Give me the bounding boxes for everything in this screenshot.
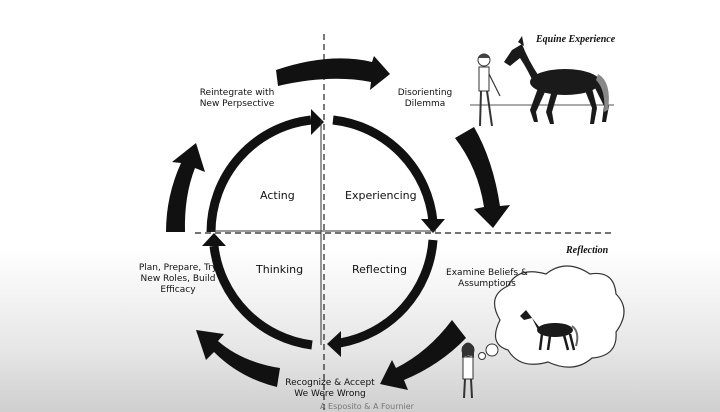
step-label-plan: Plan, Prepare, Try New Roles, Build Effi… bbox=[138, 263, 218, 295]
inner-arrowheads bbox=[202, 109, 445, 357]
outer-arrow-bottom-left bbox=[196, 330, 280, 387]
step-label-reintegrate: Reintegrate with New Perpsective bbox=[199, 88, 275, 109]
quadrant-label-experiencing: Experiencing bbox=[345, 189, 417, 202]
outer-cycle bbox=[166, 56, 510, 390]
inner-arrowhead-right bbox=[421, 219, 445, 233]
outer-arrow-right bbox=[455, 127, 510, 228]
inner-cycle bbox=[206, 115, 438, 350]
inner-arrowhead-top bbox=[311, 109, 324, 135]
inner-arc-acting bbox=[206, 115, 312, 233]
quadrant-label-acting: Acting bbox=[260, 189, 295, 202]
outer-arrow-lower-right bbox=[380, 320, 466, 390]
inner-arrowhead-left bbox=[202, 233, 226, 246]
credit-text: A Esposito & A Fournier bbox=[320, 402, 414, 411]
step-label-recognize: Recognize & Accept We Were Wrong bbox=[285, 378, 375, 399]
inner-arc-reflecting bbox=[339, 239, 438, 348]
section-label-reflection: Reflection bbox=[566, 245, 609, 256]
outer-arrow-left bbox=[166, 143, 205, 232]
section-label-equine-experience: Equine Experience bbox=[536, 34, 616, 45]
inner-arc-experiencing bbox=[332, 115, 438, 223]
thought-cloud-illustration bbox=[461, 265, 625, 399]
step-label-disorienting: Disorienting Dilemma bbox=[397, 88, 453, 109]
step-label-examine: Examine Beliefs & Assumptions bbox=[446, 268, 528, 289]
quadrant-label-thinking: Thinking bbox=[256, 263, 304, 276]
horse-and-person-illustration bbox=[470, 36, 614, 127]
inner-arc-thinking bbox=[209, 245, 313, 350]
inner-arrowhead-bottom bbox=[327, 331, 341, 357]
outer-arrow-top bbox=[276, 56, 390, 90]
quadrant-label-reflecting: Reflecting bbox=[352, 263, 407, 276]
